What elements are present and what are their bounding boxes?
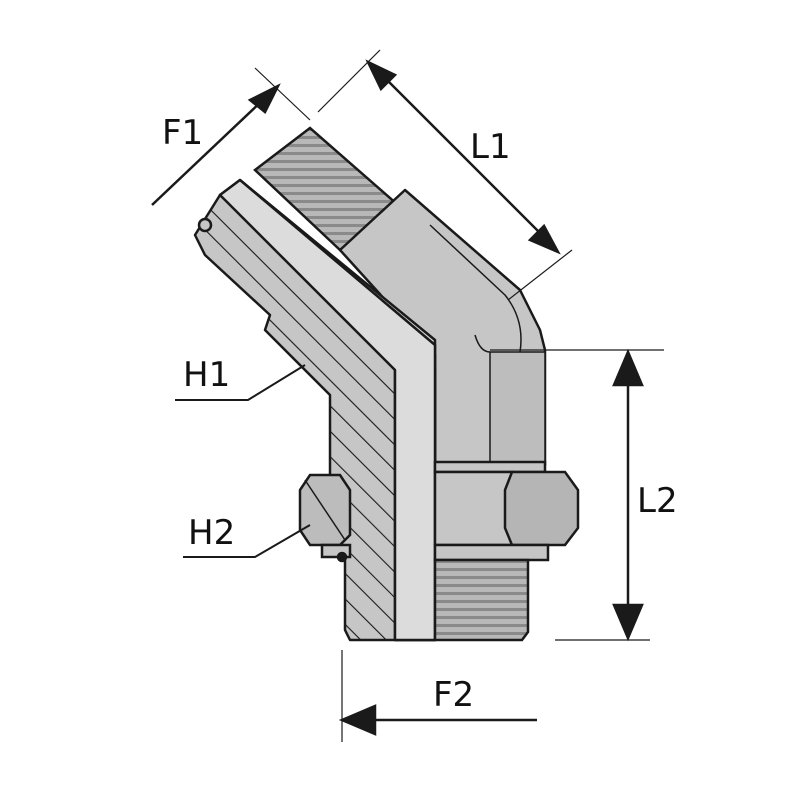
- hex-nut: [433, 460, 580, 562]
- dimension-lines: [151, 49, 664, 742]
- elbow-body: [338, 188, 547, 467]
- lower-thread: [433, 558, 530, 642]
- label-f2: F2: [433, 675, 475, 715]
- label-h2: H2: [188, 513, 236, 553]
- label-h1: H1: [183, 355, 231, 395]
- seal-ring: [197, 217, 352, 563]
- label-l1: L1: [470, 127, 511, 167]
- label-l2: L2: [637, 481, 678, 521]
- label-f1: F1: [162, 113, 204, 153]
